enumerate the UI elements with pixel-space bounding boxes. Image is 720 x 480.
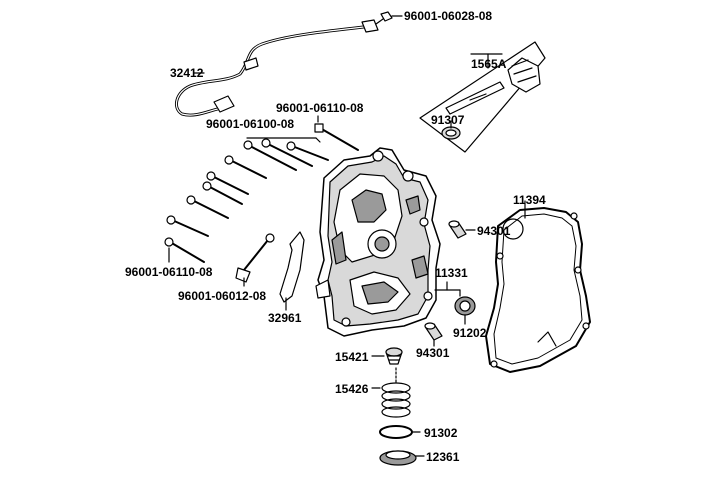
- label-seal: 91202: [453, 326, 487, 340]
- label-bolt-upper-b: 96001-06100-08: [206, 117, 295, 131]
- dipstick-1565A: [419, 41, 546, 153]
- seal-91202: [434, 281, 476, 325]
- bolts-left: [164, 155, 267, 263]
- strainer-cap: [371, 347, 403, 365]
- label-spring: 15426: [335, 382, 369, 396]
- gasket-11394: [485, 200, 591, 373]
- bolts-upper: [243, 115, 359, 171]
- label-oring-plug: 91302: [424, 426, 458, 440]
- label-dowel-upper: 94301: [477, 224, 511, 238]
- bolt-top: [375, 11, 403, 25]
- spring-15426: [371, 382, 411, 418]
- oring-91302: [379, 425, 421, 439]
- cable-32412: [174, 19, 379, 117]
- label-cable: 32412: [170, 66, 204, 80]
- label-bracket: 32961: [268, 311, 302, 325]
- drain-plug: [379, 450, 425, 466]
- label-bolt-top: 96001-06028-08: [404, 9, 493, 23]
- label-bolt-lower: 96001-06110-08: [125, 265, 213, 279]
- clip-bracket: [235, 231, 305, 311]
- label-dipstick: 1565A: [471, 57, 507, 71]
- crankcase-cover: [315, 147, 441, 337]
- label-oring-dipstick: 91307: [431, 113, 465, 127]
- label-strainer-cap: 15421: [335, 350, 369, 364]
- dowel-lower: [424, 322, 443, 347]
- label-cover: 11331: [435, 266, 468, 280]
- label-clip-bolt: 96001-06012-08: [178, 289, 267, 303]
- label-bolt-upper-a: 96001-06110-08: [276, 101, 364, 115]
- label-gasket: 11394: [513, 193, 546, 207]
- label-drain-plug: 12361: [426, 450, 460, 464]
- label-dowel-lower: 94301: [416, 346, 450, 360]
- dowel-upper: [448, 220, 476, 239]
